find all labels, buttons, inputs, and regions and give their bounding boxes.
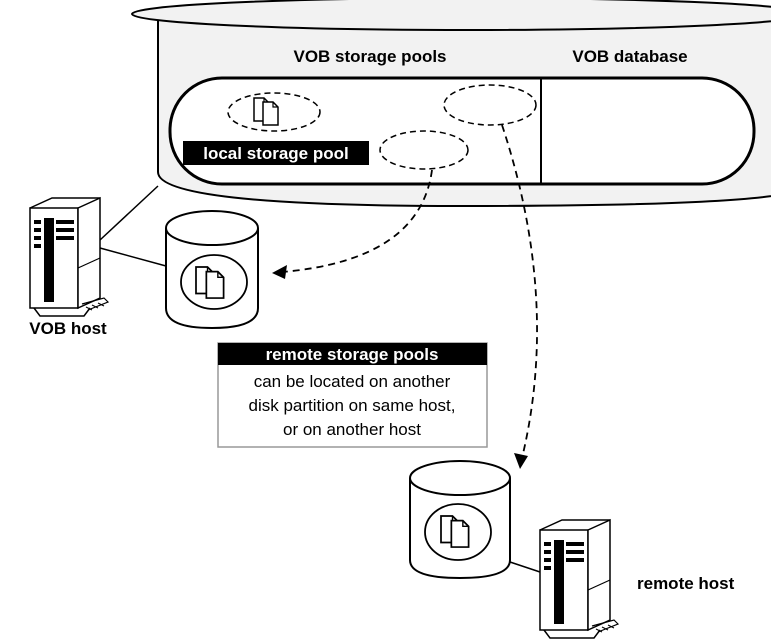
local-disk-icon: [165, 210, 259, 330]
remote-pool-outline-1: [379, 130, 469, 170]
vob-host-computer-icon: [29, 197, 109, 317]
vob-host-label: VOB host: [29, 319, 107, 338]
arrowhead-local-disk: [272, 265, 287, 279]
local-storage-pool-label: local storage pool: [203, 144, 348, 163]
arrow-to-remote-disk: [501, 124, 538, 459]
local-pool-dashed-outline: [227, 92, 321, 132]
host-to-local-disk-line: [99, 247, 167, 267]
callout-line-2: disk partition on same host,: [249, 396, 456, 415]
remote-disk-to-host-line: [509, 561, 541, 573]
vob-database-label: VOB database: [572, 47, 687, 66]
local-storage-pool-label-bg: [183, 141, 369, 165]
vob-storage-pools-label: VOB storage pools: [293, 47, 446, 66]
remote-pool-outline-2: [443, 84, 537, 126]
callout-line-1: can be located on another: [254, 372, 451, 391]
arrow-to-local-disk: [281, 169, 433, 273]
remote-storage-callout: remote storage pools can be located on a…: [217, 342, 488, 448]
callout-line-3: or on another host: [283, 420, 421, 439]
host-to-vob-line: [99, 185, 159, 241]
remote-disk-icon: [409, 460, 511, 580]
remote-host-label: remote host: [637, 574, 735, 593]
arrowhead-remote-disk: [514, 453, 528, 469]
callout-title: remote storage pools: [266, 345, 439, 364]
remote-host-computer-icon: [539, 519, 619, 639]
